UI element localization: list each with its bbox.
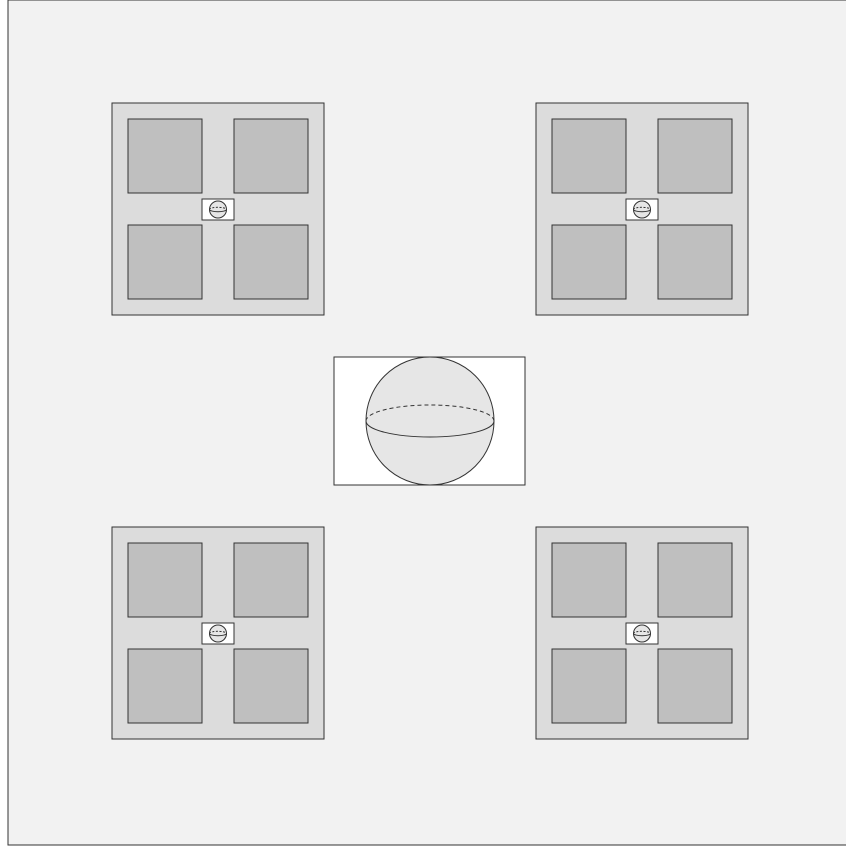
tile-bottom-left (112, 527, 324, 739)
tile-cell (658, 119, 732, 193)
tile-top-left (112, 103, 324, 315)
tile-cell (658, 225, 732, 299)
tile-bottom-right (536, 527, 748, 739)
tile-cell (128, 225, 202, 299)
center-sphere-panel (334, 357, 525, 485)
sphere-icon (210, 625, 227, 642)
tile-cell (128, 649, 202, 723)
tile-cell (552, 543, 626, 617)
tile-cell (552, 225, 626, 299)
sphere-icon (634, 625, 651, 642)
tile-cell (552, 649, 626, 723)
tile-cell (658, 649, 732, 723)
tile-cell (552, 119, 626, 193)
tile-cell (234, 543, 308, 617)
sphere-icon (210, 201, 227, 218)
tile-cell (658, 543, 732, 617)
tile-cell (234, 649, 308, 723)
tile-cell (234, 119, 308, 193)
sphere-icon (634, 201, 651, 218)
tile-top-right (536, 103, 748, 315)
sphere-icon (366, 357, 494, 485)
tile-cell (128, 543, 202, 617)
tile-cell (128, 119, 202, 193)
tile-cell (234, 225, 308, 299)
